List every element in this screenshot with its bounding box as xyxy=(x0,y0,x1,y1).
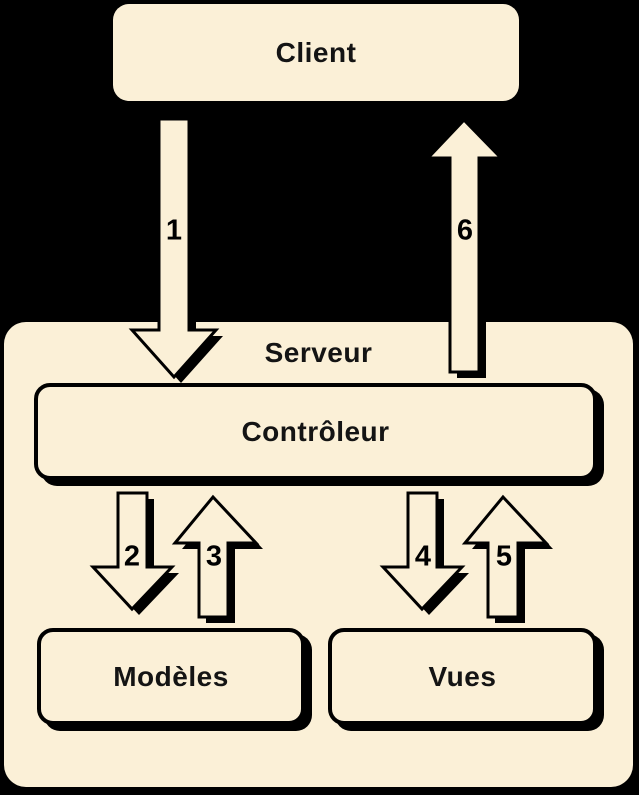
node-serveur-label: Serveur xyxy=(264,337,373,368)
node-controleur-label: Contrôleur xyxy=(241,415,390,447)
node-client: Client xyxy=(113,4,519,101)
arrow-4-label: 4 xyxy=(414,540,432,573)
node-client-label: Client xyxy=(275,36,357,68)
node-controleur: Contrôleur xyxy=(34,383,597,480)
node-modeles: Modèles xyxy=(37,628,305,725)
node-vues-label: Vues xyxy=(428,660,497,692)
node-vues: Vues xyxy=(328,628,597,725)
arrow-5-label: 5 xyxy=(495,540,513,573)
arrow-3-label: 3 xyxy=(205,540,223,573)
arrow-2-label: 2 xyxy=(123,540,141,573)
arrow-1-label: 1 xyxy=(165,214,183,247)
arrow-6-label: 6 xyxy=(456,214,474,247)
node-modeles-label: Modèles xyxy=(113,660,229,692)
